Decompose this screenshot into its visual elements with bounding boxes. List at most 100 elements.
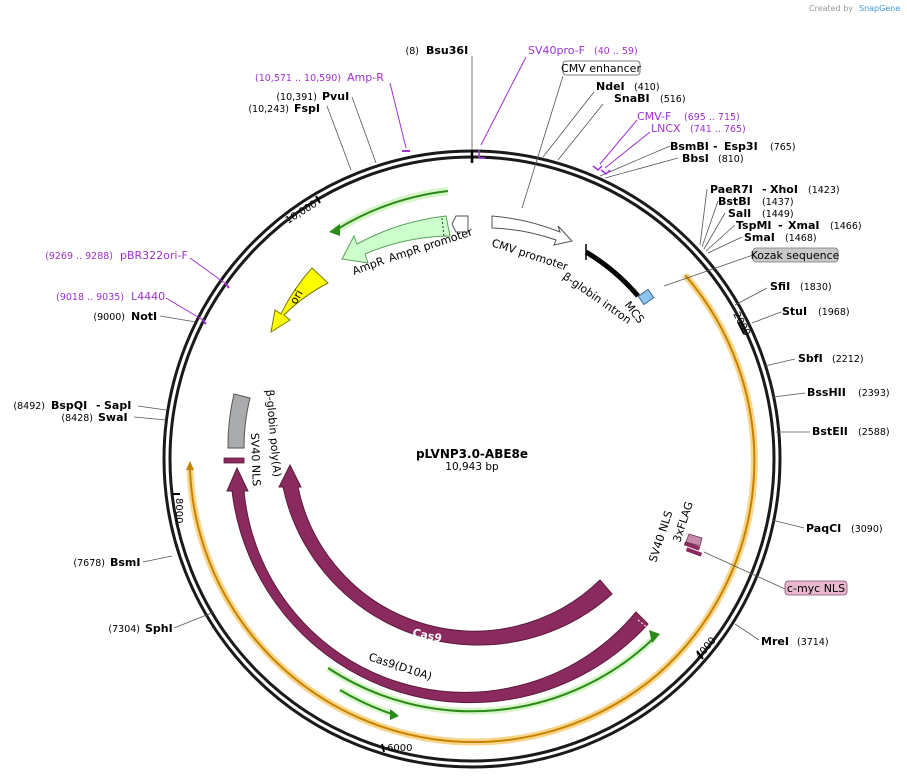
svg-text:(7304): (7304)	[108, 624, 140, 635]
primers: SV40pro-F (40 .. 59) CMV-F (695 .. 715) …	[45, 44, 746, 325]
site-ndei[interactable]: NdeI (410)	[596, 80, 660, 93]
svg-text:PaqCI: PaqCI	[806, 522, 841, 535]
svg-text:(8428): (8428)	[61, 413, 93, 424]
site-fspi[interactable]: (10,243) FspI	[248, 102, 320, 115]
site-pvui[interactable]: (10,391) PvuI	[276, 90, 349, 103]
site-tspmi-xmai[interactable]: TspMI - XmaI (1466)	[736, 219, 862, 232]
green-feature-1-arrowhead	[649, 630, 660, 643]
cas9-arrow	[278, 463, 613, 646]
flag-box	[685, 533, 703, 547]
site-paqci[interactable]: PaqCI (3090)	[806, 522, 883, 535]
svg-text:(10,243): (10,243)	[248, 104, 289, 115]
site-swai[interactable]: (8428) SwaI	[61, 411, 127, 424]
svg-text:SapI: SapI	[104, 399, 131, 412]
primer-pbr322ori-f[interactable]: (9269 .. 9288) pBR322ori-F	[45, 249, 230, 289]
svg-text:(1830): (1830)	[800, 282, 832, 293]
site-sali[interactable]: SalI (1449)	[728, 207, 794, 220]
plasmid-size: 10,943 bp	[445, 461, 499, 473]
green-feature-top	[329, 187, 449, 236]
svg-text:NdeI: NdeI	[596, 80, 625, 93]
site-bspqi-sapi[interactable]: (8492) BspQI - SapI	[13, 399, 131, 412]
tick-label-8000: 8000	[173, 498, 184, 523]
green-feature-2	[338, 686, 399, 720]
svg-text:SwaI: SwaI	[98, 411, 128, 424]
svg-text:BsmI: BsmI	[110, 556, 141, 569]
svg-text:PvuI: PvuI	[322, 90, 349, 103]
svg-text:(1437): (1437)	[762, 197, 794, 208]
cmyc-nls-label: c-myc NLS	[787, 582, 845, 595]
watermark-prefix: Created by	[809, 4, 853, 13]
site-mrei[interactable]: MreI (3714)	[761, 635, 829, 648]
svg-text:(695 .. 715): (695 .. 715)	[684, 112, 740, 123]
svg-text:L4440: L4440	[131, 290, 165, 303]
cmv-enhancer-box	[562, 60, 641, 76]
svg-text:SfiI: SfiI	[770, 280, 790, 293]
svg-text:Bsu36I: Bsu36I	[426, 44, 468, 57]
svg-text:XmaI: XmaI	[788, 219, 819, 232]
kozak-sequence-label: Kozak sequence	[751, 249, 840, 262]
cmyc-nls-callout[interactable]: c-myc NLS	[703, 551, 848, 596]
site-bsmbi-esp3i[interactable]: BsmBI - Esp3I (765)	[670, 140, 796, 153]
site-smai[interactable]: SmaI (1468)	[744, 231, 817, 244]
svg-text:BspQI: BspQI	[51, 399, 87, 412]
site-bsteii[interactable]: BstEII (2588)	[812, 425, 890, 438]
svg-text:NotI: NotI	[131, 310, 157, 323]
cmv-promoter-feature: CMV promoter	[490, 215, 573, 273]
green-feature-2-arrowhead	[390, 709, 399, 720]
green-feature-top-arrowhead	[329, 224, 340, 236]
site-leader-lines	[133, 56, 810, 641]
site-snabi[interactable]: SnaBI (516)	[614, 92, 686, 105]
restriction-sites: (8) Bsu36I NdeI (410) SnaBI (516) BsmBI …	[13, 44, 889, 648]
site-sfii[interactable]: SfiI (1830)	[770, 280, 832, 293]
site-bstbi[interactable]: BstBI (1437)	[718, 195, 794, 208]
svg-text:(7678): (7678)	[73, 558, 105, 569]
tick-6000	[381, 743, 385, 753]
site-paer7i-xhoi[interactable]: PaeR7I - XhoI (1423)	[710, 183, 840, 196]
green-feature-1	[326, 630, 660, 715]
site-stui[interactable]: StuI (1968)	[782, 305, 850, 318]
svg-text:pBR322ori-F: pBR322ori-F	[120, 249, 188, 262]
svg-text:Esp3I: Esp3I	[724, 140, 758, 153]
svg-text:MreI: MreI	[761, 635, 789, 648]
tick-label-6000: 6000	[387, 743, 412, 754]
svg-text:BbsI: BbsI	[682, 152, 709, 165]
site-bsu36i[interactable]: (8) Bsu36I	[406, 44, 469, 57]
svg-text:(8): (8)	[406, 46, 419, 57]
svg-text:(516): (516)	[660, 94, 686, 105]
cmyc-nls-box	[784, 580, 848, 596]
site-noti[interactable]: (9000) NotI	[93, 310, 157, 323]
primer-amp-r[interactable]: (10,571 .. 10,590) Amp-R	[255, 71, 410, 152]
site-bsshii[interactable]: BssHII (2393)	[807, 386, 890, 399]
sv40-nls-right-bar	[683, 541, 701, 551]
mcs-box	[637, 288, 655, 306]
svg-text:(8492): (8492)	[13, 401, 45, 412]
cmv-enhancer-callout[interactable]: CMV enhancer	[521, 60, 641, 209]
site-bsmi[interactable]: (7678) BsmI	[73, 556, 140, 569]
primer-lncx[interactable]: LNCX (741 .. 765)	[600, 122, 746, 176]
svg-text:BsmBI: BsmBI	[670, 140, 709, 153]
svg-text:XhoI: XhoI	[770, 183, 798, 196]
svg-text:SmaI: SmaI	[744, 231, 775, 244]
cas9-feature: Cas9	[278, 463, 613, 646]
svg-text:(810): (810)	[718, 154, 744, 165]
beta-globin-intron-feature: β-globin intron	[560, 244, 640, 327]
site-bbsi[interactable]: BbsI (810)	[682, 152, 744, 165]
svg-text:SnaBI: SnaBI	[614, 92, 650, 105]
svg-text:-: -	[778, 219, 783, 232]
svg-text:(1423): (1423)	[808, 185, 840, 196]
svg-text:-: -	[762, 183, 767, 196]
cmyc-nls-bar	[685, 547, 703, 557]
primer-cmv-f[interactable]: CMV-F (695 .. 715)	[592, 110, 740, 172]
svg-text:(3714): (3714)	[797, 637, 829, 648]
primer-l4440[interactable]: (9018 .. 9035) L4440	[56, 290, 207, 325]
site-sbfi[interactable]: SbfI (2212)	[798, 352, 864, 365]
svg-text:TspMI: TspMI	[736, 219, 772, 232]
primer-sv40pro-f[interactable]: SV40pro-F (40 .. 59)	[478, 44, 638, 159]
sv40-nls-left-feature: SV40 NLS	[223, 433, 263, 486]
orange-feature-right	[654, 272, 758, 678]
svg-text:SphI: SphI	[145, 622, 173, 635]
svg-text:(765): (765)	[770, 142, 796, 153]
kozak-sequence-callout[interactable]: Kozak sequence	[663, 247, 840, 287]
site-sphi[interactable]: (7304) SphI	[108, 622, 172, 635]
